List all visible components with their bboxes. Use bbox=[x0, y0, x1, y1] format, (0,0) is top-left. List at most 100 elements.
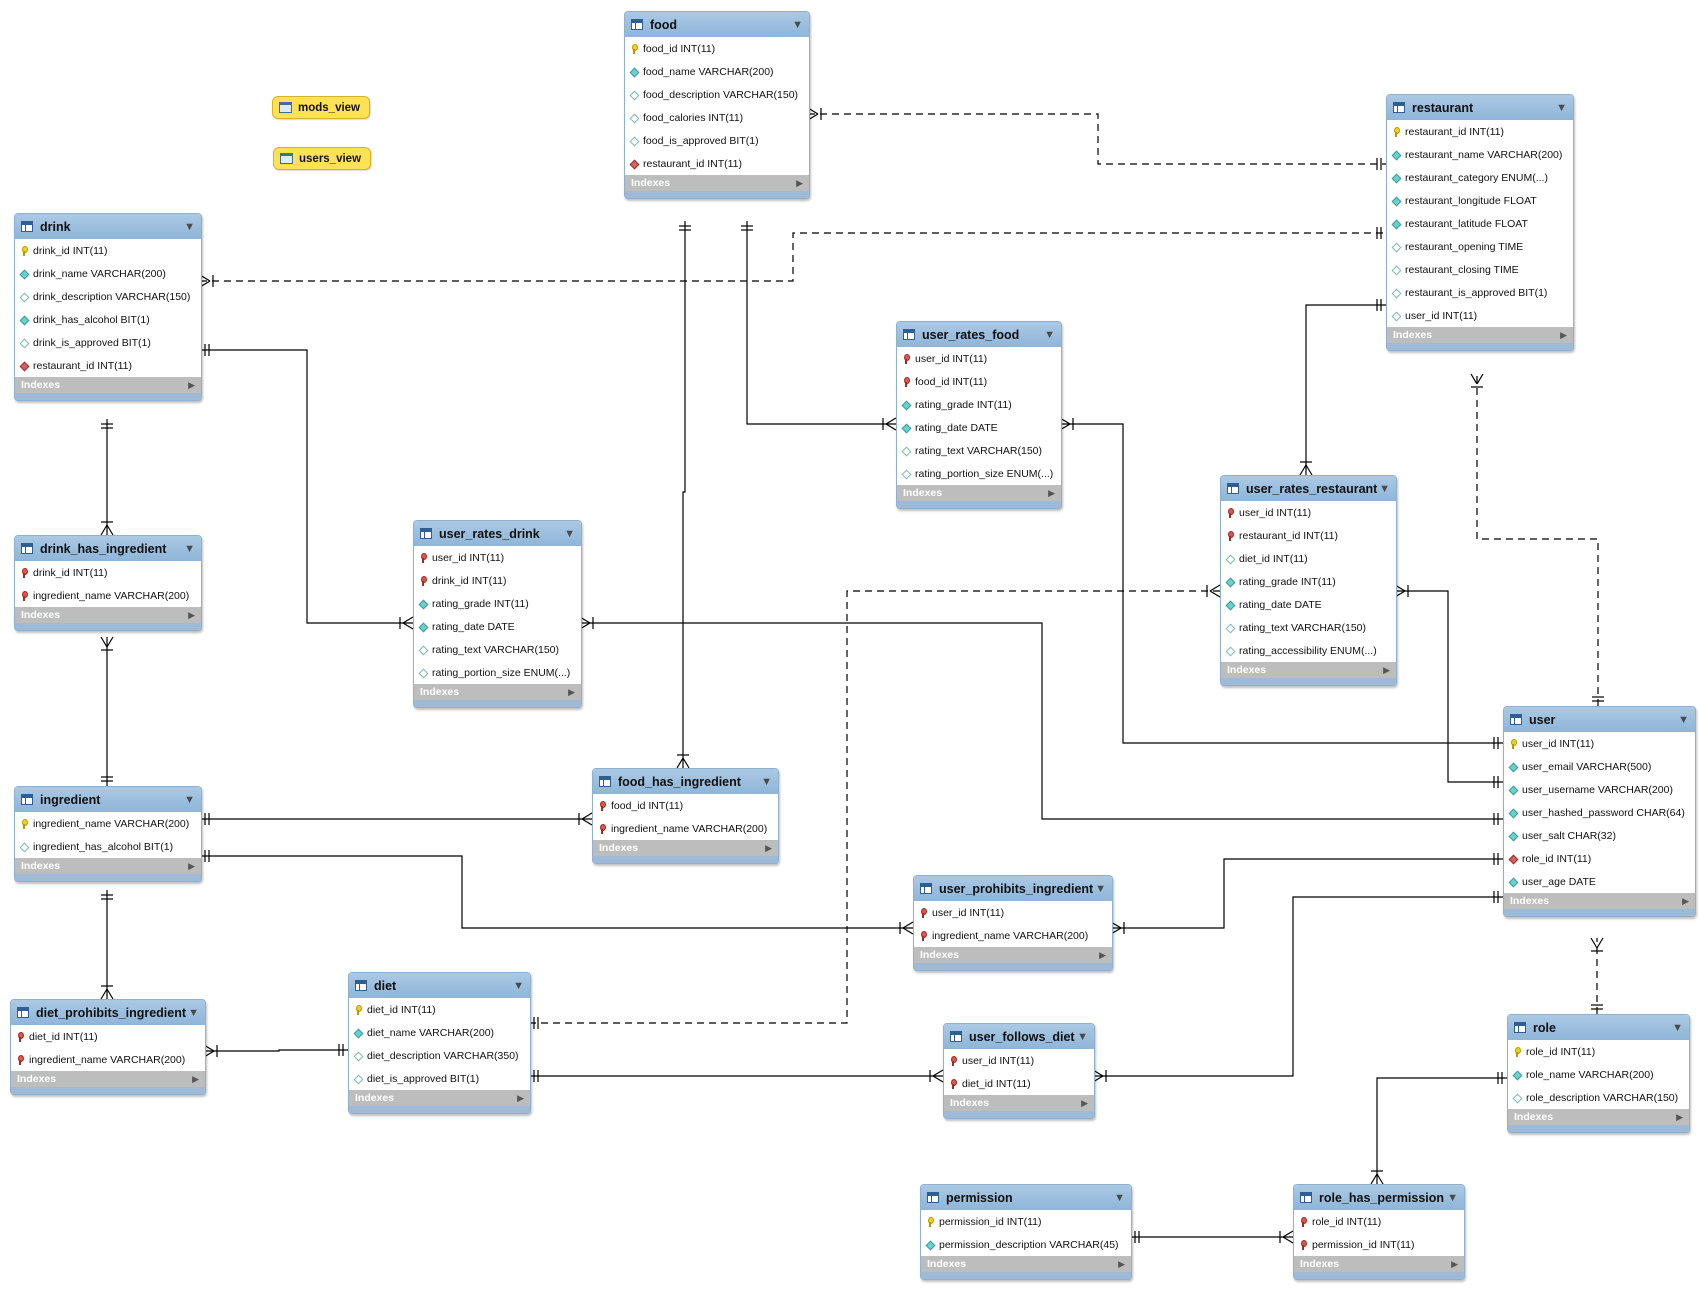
column-row[interactable]: food_calories INT(11) bbox=[625, 106, 809, 129]
expand-triangle-icon[interactable]: ▶ bbox=[1048, 487, 1055, 498]
column-row[interactable]: role_name VARCHAR(200) bbox=[1508, 1063, 1689, 1086]
table-header[interactable]: food▼ bbox=[625, 12, 809, 37]
collapse-triangle-icon[interactable]: ▼ bbox=[188, 1006, 199, 1019]
column-row[interactable]: food_id INT(11) bbox=[897, 370, 1061, 393]
column-row[interactable]: permission_id INT(11) bbox=[921, 1210, 1131, 1233]
column-row[interactable]: food_id INT(11) bbox=[593, 794, 778, 817]
column-row[interactable]: rating_date DATE bbox=[897, 416, 1061, 439]
column-row[interactable]: user_id INT(11) bbox=[914, 901, 1112, 924]
collapse-triangle-icon[interactable]: ▼ bbox=[184, 793, 195, 806]
table-food[interactable]: food▼food_id INT(11)food_name VARCHAR(20… bbox=[624, 11, 810, 199]
view-users-view[interactable]: users_view bbox=[273, 147, 371, 170]
column-row[interactable]: ingredient_name VARCHAR(200) bbox=[15, 584, 201, 607]
column-row[interactable]: food_description VARCHAR(150) bbox=[625, 83, 809, 106]
collapse-triangle-icon[interactable]: ▼ bbox=[1678, 713, 1689, 726]
collapse-triangle-icon[interactable]: ▼ bbox=[1379, 482, 1390, 495]
expand-triangle-icon[interactable]: ▶ bbox=[568, 686, 575, 697]
collapse-triangle-icon[interactable]: ▼ bbox=[184, 542, 195, 555]
expand-triangle-icon[interactable]: ▶ bbox=[1682, 895, 1689, 906]
column-row[interactable]: user_hashed_password CHAR(64) bbox=[1504, 801, 1695, 824]
table-header[interactable]: user_prohibits_ingredient▼ bbox=[914, 876, 1112, 901]
column-row[interactable]: ingredient_name VARCHAR(200) bbox=[15, 812, 201, 835]
indexes-section[interactable]: Indexes▶ bbox=[593, 840, 778, 863]
column-row[interactable]: rating_text VARCHAR(150) bbox=[414, 638, 581, 661]
table-header[interactable]: diet_prohibits_ingredient▼ bbox=[11, 1000, 205, 1025]
column-row[interactable]: restaurant_name VARCHAR(200) bbox=[1387, 143, 1573, 166]
table-header[interactable]: food_has_ingredient▼ bbox=[593, 769, 778, 794]
indexes-section[interactable]: Indexes▶ bbox=[1508, 1109, 1689, 1132]
column-row[interactable]: food_id INT(11) bbox=[625, 37, 809, 60]
indexes-section[interactable]: Indexes▶ bbox=[15, 607, 201, 630]
table-header[interactable]: permission▼ bbox=[921, 1185, 1131, 1210]
column-row[interactable]: restaurant_category ENUM(...) bbox=[1387, 166, 1573, 189]
column-row[interactable]: drink_name VARCHAR(200) bbox=[15, 262, 201, 285]
table-header[interactable]: drink▼ bbox=[15, 214, 201, 239]
column-row[interactable]: ingredient_has_alcohol BIT(1) bbox=[15, 835, 201, 858]
table-food-has-ingredient[interactable]: food_has_ingredient▼food_id INT(11)ingre… bbox=[592, 768, 779, 864]
expand-triangle-icon[interactable]: ▶ bbox=[192, 1073, 199, 1084]
indexes-section[interactable]: Indexes▶ bbox=[349, 1090, 530, 1113]
table-user-rates-drink[interactable]: user_rates_drink▼user_id INT(11)drink_id… bbox=[413, 520, 582, 708]
view-mods-view[interactable]: mods_view bbox=[272, 96, 370, 119]
expand-triangle-icon[interactable]: ▶ bbox=[1383, 664, 1390, 675]
indexes-section[interactable]: Indexes▶ bbox=[1387, 327, 1573, 350]
column-row[interactable]: role_id INT(11) bbox=[1504, 847, 1695, 870]
column-row[interactable]: restaurant_id INT(11) bbox=[15, 354, 201, 377]
collapse-triangle-icon[interactable]: ▼ bbox=[1077, 1030, 1088, 1043]
collapse-triangle-icon[interactable]: ▼ bbox=[1556, 101, 1567, 114]
column-row[interactable]: rating_accessibility ENUM(...) bbox=[1221, 639, 1396, 662]
collapse-triangle-icon[interactable]: ▼ bbox=[1095, 882, 1106, 895]
table-permission[interactable]: permission▼permission_id INT(11)permissi… bbox=[920, 1184, 1132, 1280]
column-row[interactable]: user_id INT(11) bbox=[1387, 304, 1573, 327]
expand-triangle-icon[interactable]: ▶ bbox=[1081, 1097, 1088, 1108]
collapse-triangle-icon[interactable]: ▼ bbox=[1672, 1021, 1683, 1034]
table-user-rates-food[interactable]: user_rates_food▼user_id INT(11)food_id I… bbox=[896, 321, 1062, 509]
expand-triangle-icon[interactable]: ▶ bbox=[796, 177, 803, 188]
column-row[interactable]: diet_id INT(11) bbox=[1221, 547, 1396, 570]
column-row[interactable]: user_salt CHAR(32) bbox=[1504, 824, 1695, 847]
table-header[interactable]: role_has_permission▼ bbox=[1294, 1185, 1464, 1210]
table-drink-has-ingredient[interactable]: drink_has_ingredient▼drink_id INT(11)ing… bbox=[14, 535, 202, 631]
column-row[interactable]: permission_description VARCHAR(45) bbox=[921, 1233, 1131, 1256]
table-diet[interactable]: diet▼diet_id INT(11)diet_name VARCHAR(20… bbox=[348, 972, 531, 1114]
column-row[interactable]: restaurant_opening TIME bbox=[1387, 235, 1573, 258]
table-ingredient[interactable]: ingredient▼ingredient_name VARCHAR(200)i… bbox=[14, 786, 202, 882]
column-row[interactable]: drink_has_alcohol BIT(1) bbox=[15, 308, 201, 331]
column-row[interactable]: rating_text VARCHAR(150) bbox=[897, 439, 1061, 462]
expand-triangle-icon[interactable]: ▶ bbox=[188, 860, 195, 871]
expand-triangle-icon[interactable]: ▶ bbox=[188, 379, 195, 390]
column-row[interactable]: user_id INT(11) bbox=[414, 546, 581, 569]
column-row[interactable]: rating_grade INT(11) bbox=[1221, 570, 1396, 593]
column-row[interactable]: rating_date DATE bbox=[414, 615, 581, 638]
indexes-section[interactable]: Indexes▶ bbox=[944, 1095, 1094, 1118]
indexes-section[interactable]: Indexes▶ bbox=[15, 377, 201, 400]
table-drink[interactable]: drink▼drink_id INT(11)drink_name VARCHAR… bbox=[14, 213, 202, 401]
table-role[interactable]: role▼role_id INT(11)role_name VARCHAR(20… bbox=[1507, 1014, 1690, 1133]
indexes-section[interactable]: Indexes▶ bbox=[897, 485, 1061, 508]
collapse-triangle-icon[interactable]: ▼ bbox=[761, 775, 772, 788]
collapse-triangle-icon[interactable]: ▼ bbox=[564, 527, 575, 540]
column-row[interactable]: user_id INT(11) bbox=[1221, 501, 1396, 524]
column-row[interactable]: rating_portion_size ENUM(...) bbox=[897, 462, 1061, 485]
column-row[interactable]: ingredient_name VARCHAR(200) bbox=[593, 817, 778, 840]
collapse-triangle-icon[interactable]: ▼ bbox=[184, 220, 195, 233]
column-row[interactable]: ingredient_name VARCHAR(200) bbox=[914, 924, 1112, 947]
column-row[interactable]: restaurant_closing TIME bbox=[1387, 258, 1573, 281]
column-row[interactable]: food_name VARCHAR(200) bbox=[625, 60, 809, 83]
column-row[interactable]: drink_id INT(11) bbox=[15, 239, 201, 262]
expand-triangle-icon[interactable]: ▶ bbox=[1451, 1258, 1458, 1269]
indexes-section[interactable]: Indexes▶ bbox=[15, 858, 201, 881]
expand-triangle-icon[interactable]: ▶ bbox=[1118, 1258, 1125, 1269]
column-row[interactable]: drink_description VARCHAR(150) bbox=[15, 285, 201, 308]
column-row[interactable]: restaurant_is_approved BIT(1) bbox=[1387, 281, 1573, 304]
table-user-prohibits-ingredient[interactable]: user_prohibits_ingredient▼user_id INT(11… bbox=[913, 875, 1113, 971]
table-header[interactable]: user_rates_drink▼ bbox=[414, 521, 581, 546]
column-row[interactable]: restaurant_id INT(11) bbox=[1221, 524, 1396, 547]
indexes-section[interactable]: Indexes▶ bbox=[1294, 1256, 1464, 1279]
column-row[interactable]: diet_name VARCHAR(200) bbox=[349, 1021, 530, 1044]
expand-triangle-icon[interactable]: ▶ bbox=[1560, 329, 1567, 340]
table-header[interactable]: restaurant▼ bbox=[1387, 95, 1573, 120]
column-row[interactable]: user_id INT(11) bbox=[944, 1049, 1094, 1072]
indexes-section[interactable]: Indexes▶ bbox=[625, 175, 809, 198]
indexes-section[interactable]: Indexes▶ bbox=[1504, 893, 1695, 916]
